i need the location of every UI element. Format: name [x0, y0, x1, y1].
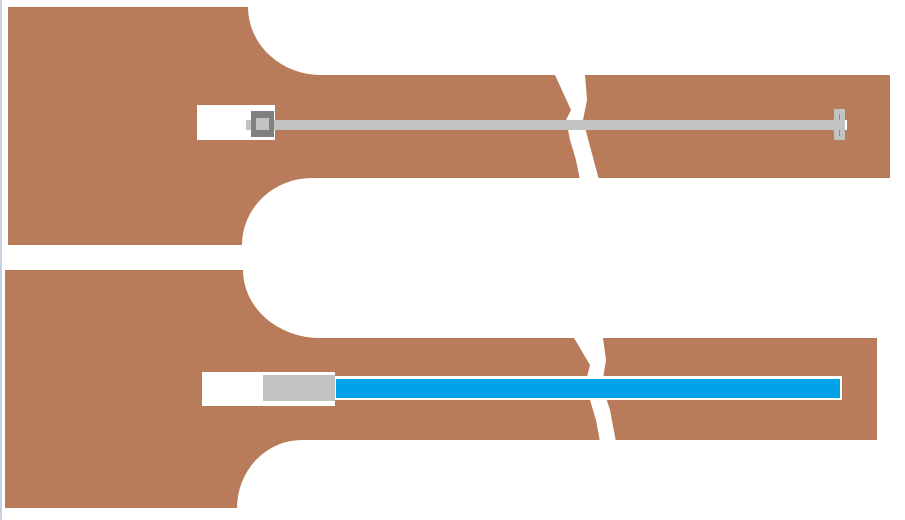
specimen-top	[8, 7, 890, 245]
top-rod	[246, 120, 846, 130]
bottom-blue-bar	[336, 379, 840, 398]
top-rod-end-cap	[834, 109, 845, 140]
top-end-cap-tick	[839, 114, 840, 120]
top-clamp-inner	[256, 118, 269, 130]
bottom-gray-block	[263, 375, 335, 401]
top-rod-tip	[845, 120, 847, 130]
top-end-cap-tick	[839, 130, 840, 136]
left-edge-line	[0, 0, 2, 520]
specimen-bottom	[5, 270, 877, 508]
